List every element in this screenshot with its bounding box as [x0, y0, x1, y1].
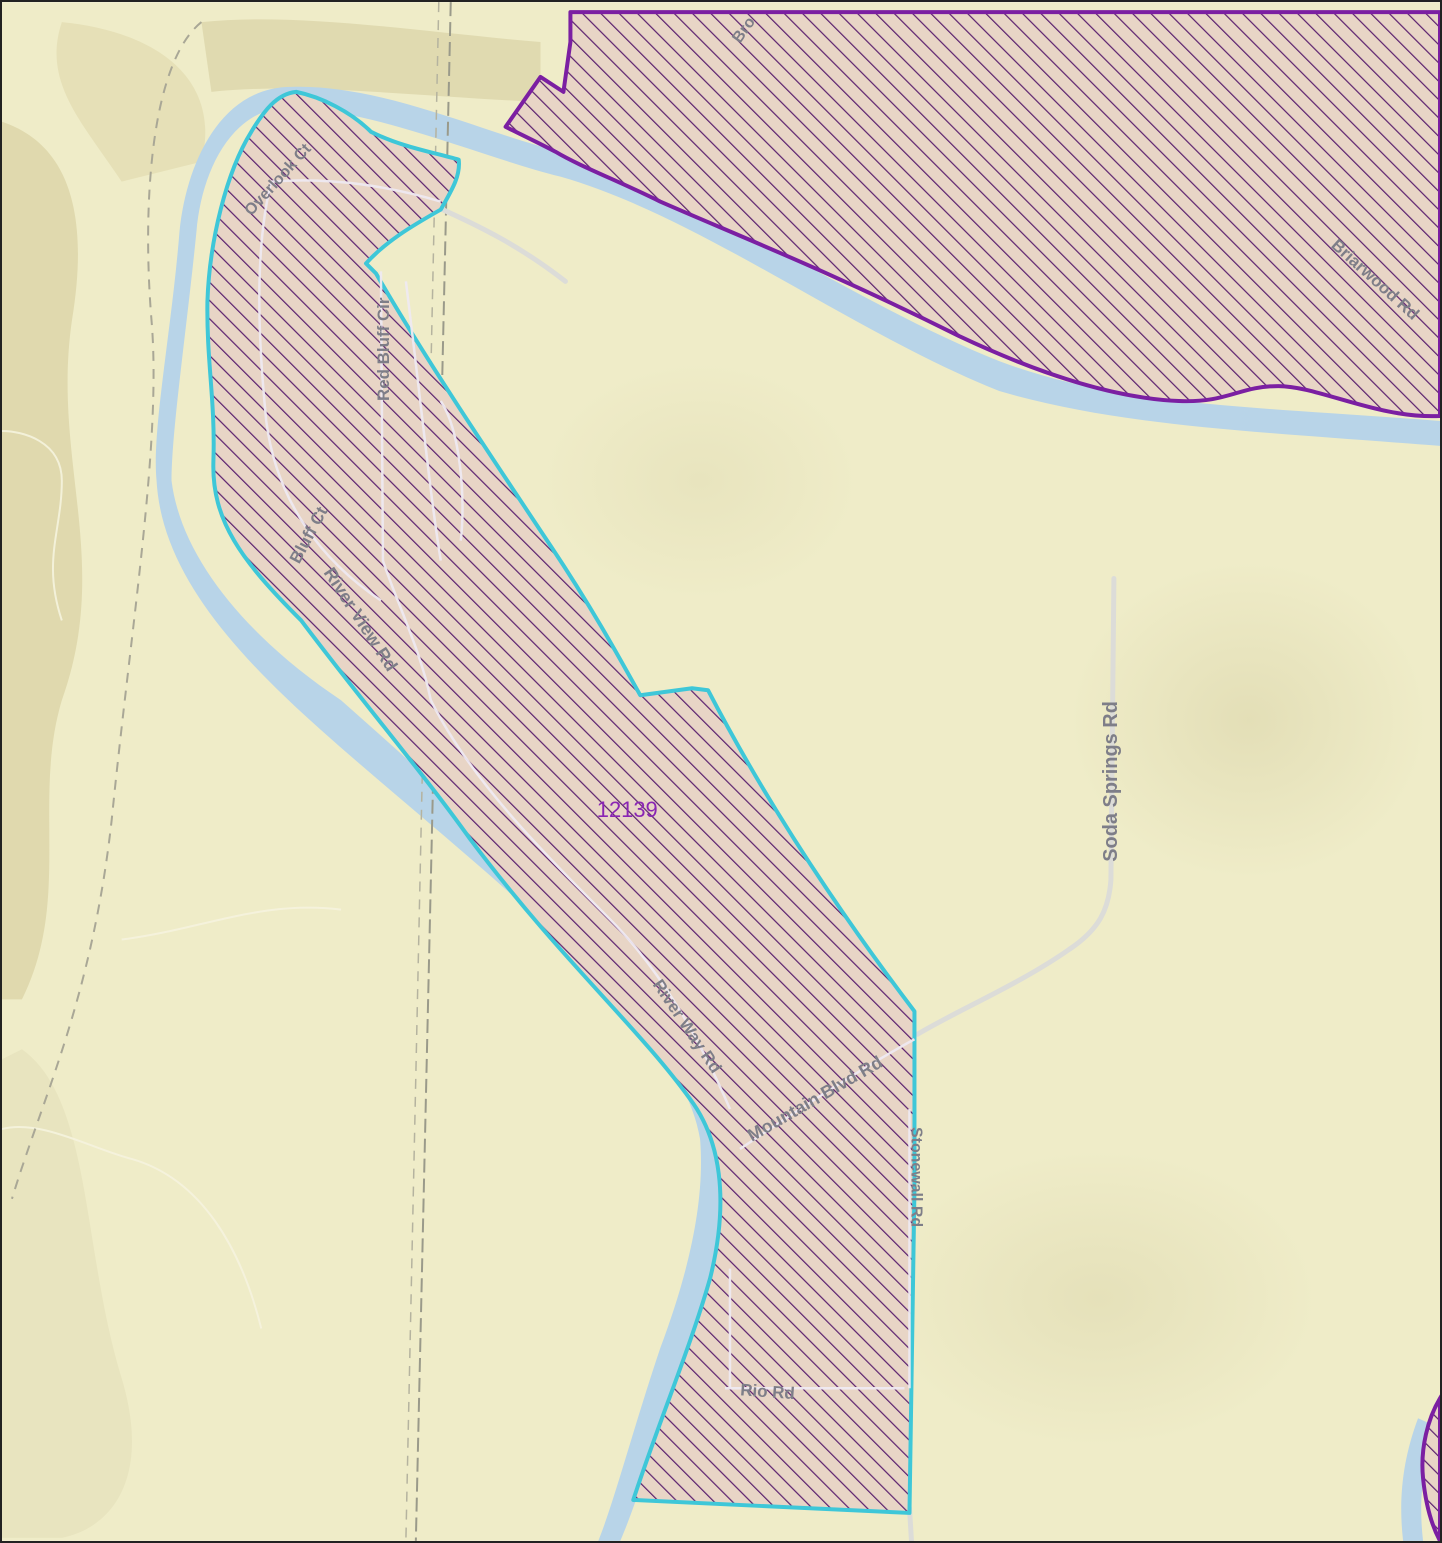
parcel-northeast[interactable]: [503, 10, 1440, 419]
contour-lines: [2, 429, 342, 1329]
road-mountain-blvd: [739, 1038, 916, 1150]
parcel-southeast[interactable]: [1420, 1394, 1440, 1541]
road-spur: [433, 204, 568, 284]
label-rio-rd: Rio Rd: [740, 1380, 796, 1403]
road-inner-loop-east: [439, 400, 464, 541]
road-red-bluff-cir: [379, 271, 433, 701]
parcel-id-label: 12139: [597, 797, 658, 822]
label-stonewall-rd: Stonewall Rd: [907, 1127, 924, 1227]
road-inner-loop: [404, 281, 443, 561]
parcel-selected-12139[interactable]: [205, 89, 917, 1515]
parcel-internal-roads: [258, 179, 916, 1390]
road-soda-springs: [914, 576, 1117, 1037]
road-river-view-west: [258, 181, 382, 602]
road-overlook-ct: [271, 179, 442, 203]
terrain-shading: [2, 19, 1429, 1538]
road-river-way: [429, 699, 732, 1110]
label-soda-springs-rd: Soda Springs Rd: [1100, 701, 1122, 862]
label-red-bluff-cir: Red Bluff Cir: [374, 297, 393, 401]
